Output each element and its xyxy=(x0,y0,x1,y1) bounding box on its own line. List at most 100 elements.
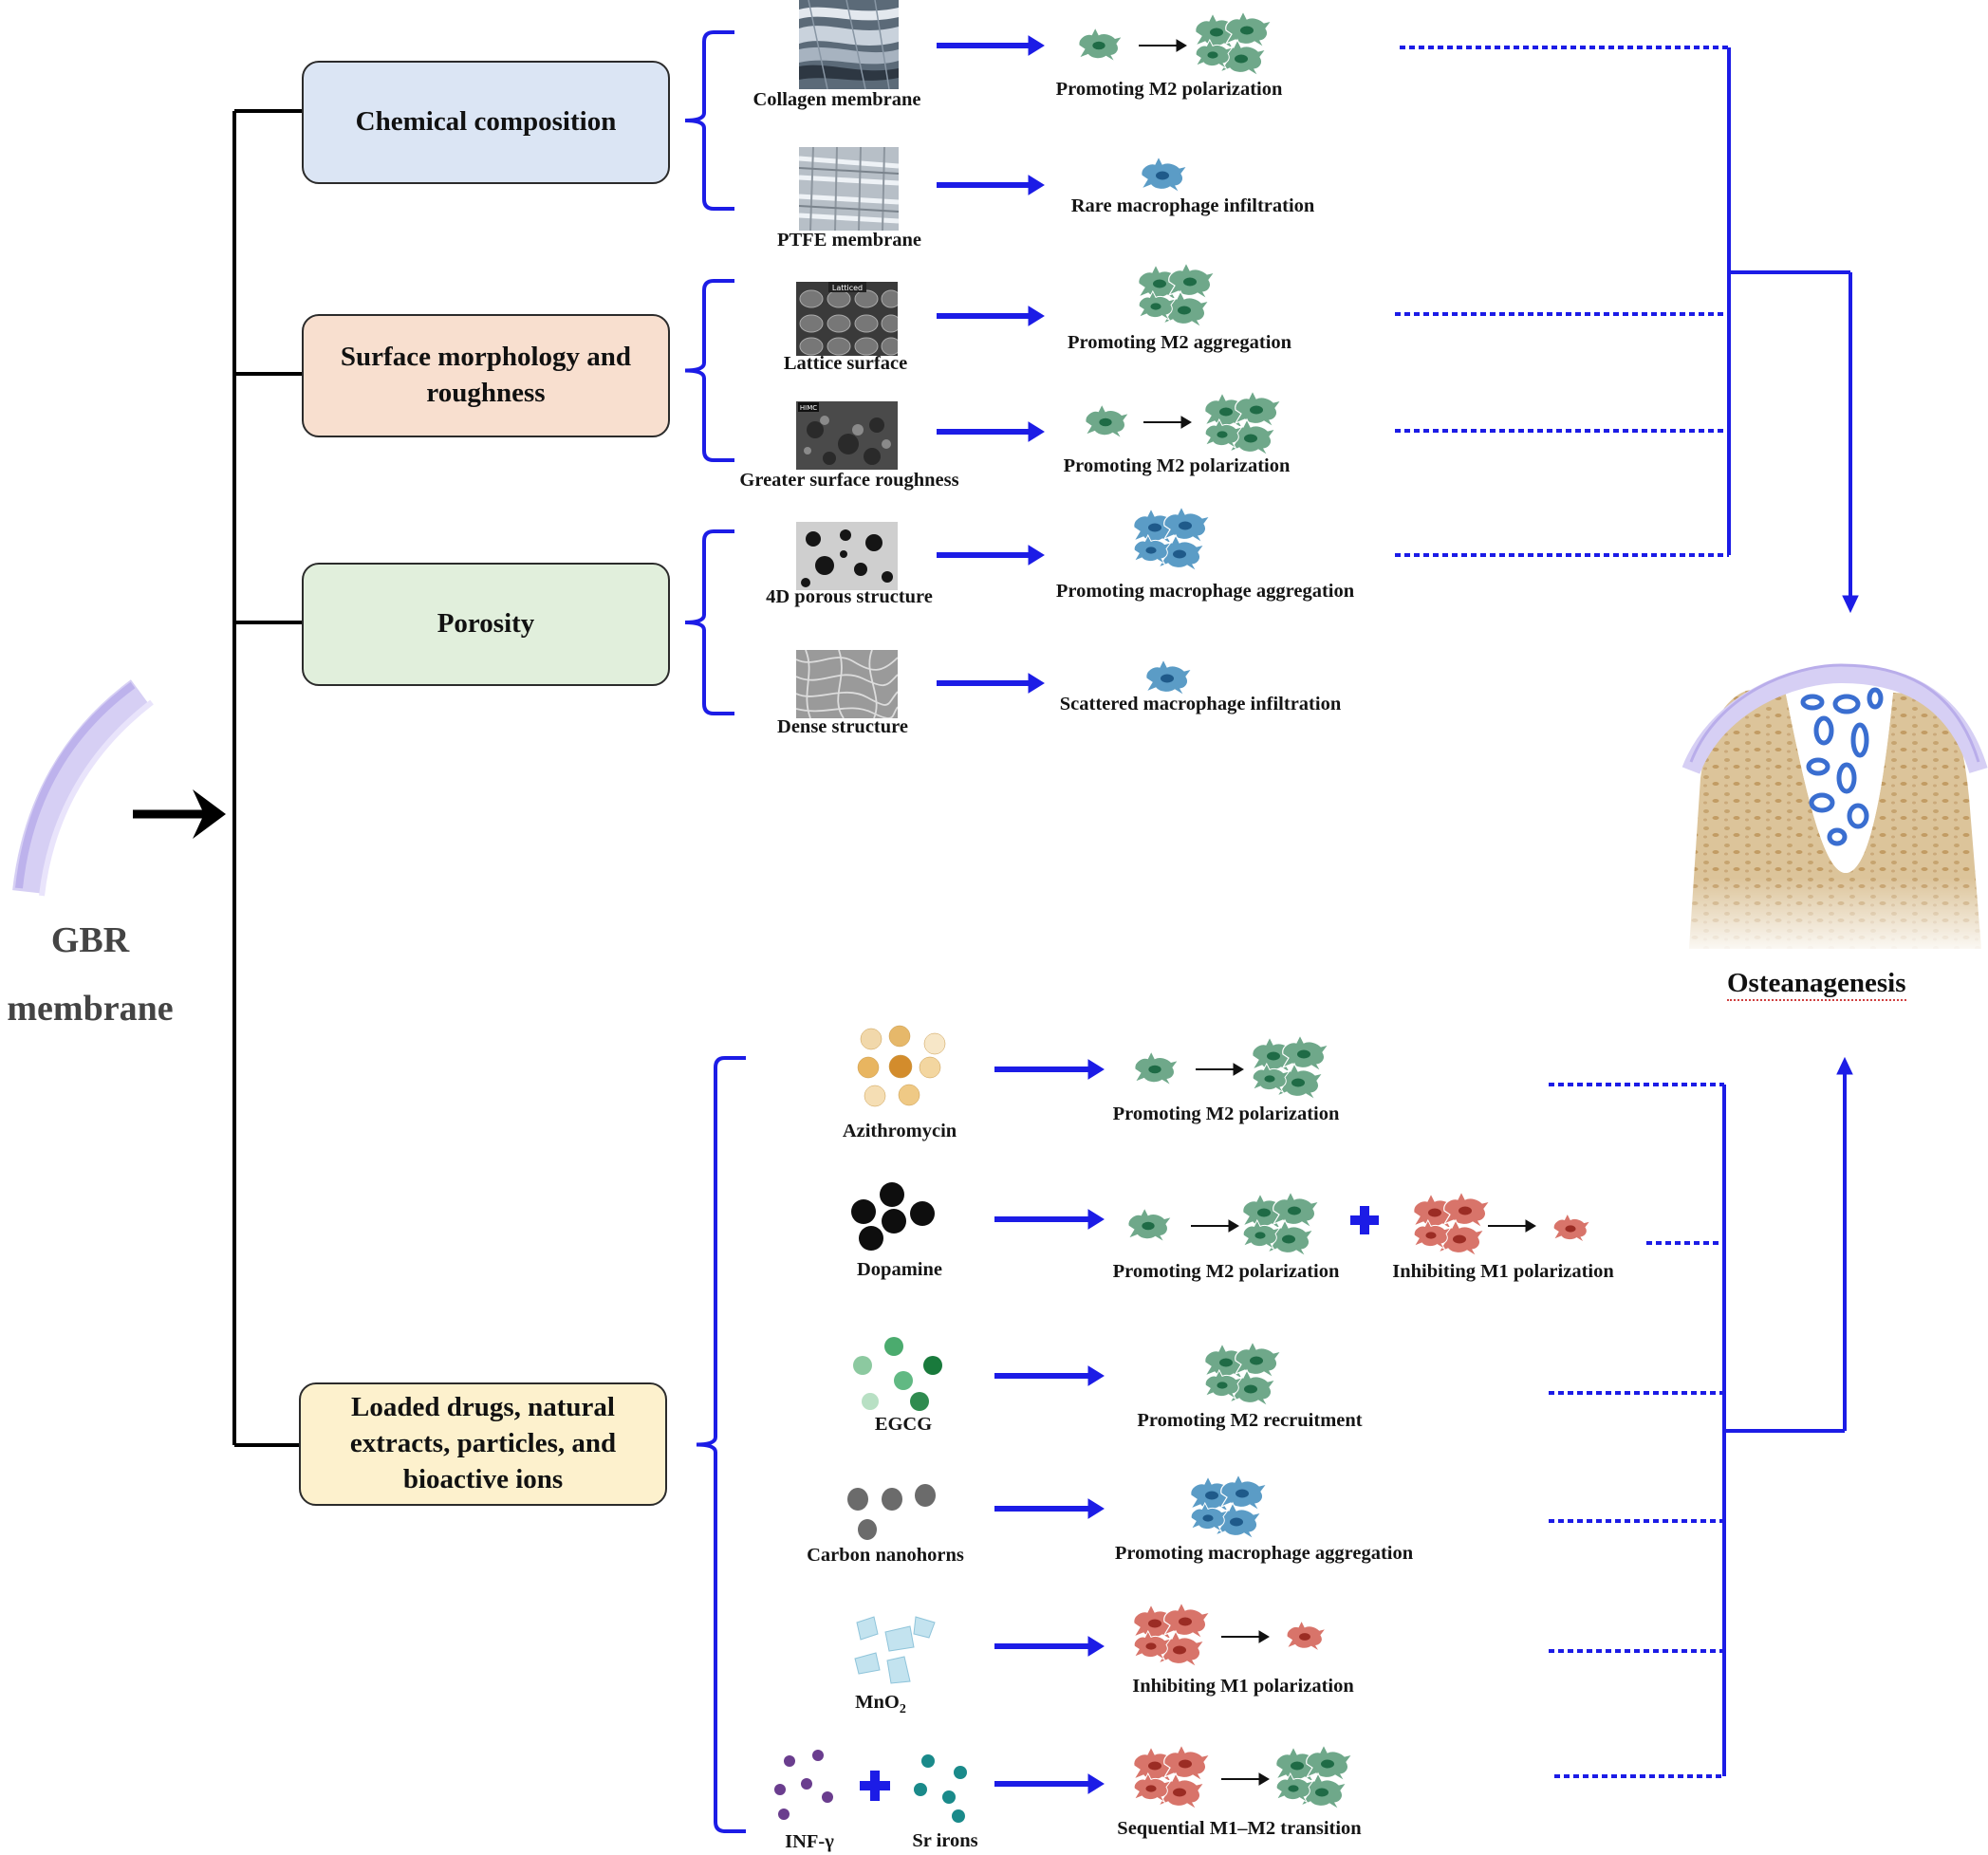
m2-macrophage-cluster-icon xyxy=(1242,1218,1281,1251)
dopamine-particles-icon xyxy=(851,1182,935,1251)
effect-label: Promoting M2 polarization xyxy=(1063,455,1291,476)
m1-macrophage-cluster-icon xyxy=(1162,1601,1212,1641)
inf-gamma-particles-icon xyxy=(774,1750,833,1820)
material-label: Azithromycin xyxy=(842,1121,957,1141)
m1-macrophage-icon xyxy=(1552,1212,1591,1244)
mno2-subscript: 2 xyxy=(899,1702,906,1717)
macrophage-icon xyxy=(1144,658,1194,697)
m2-macrophage-cluster-icon xyxy=(1224,9,1273,49)
material-label: Lattice surface xyxy=(783,353,908,374)
collagen-micrograph xyxy=(799,0,899,89)
mno2-crystals-icon xyxy=(854,1616,936,1684)
small-arrow-head xyxy=(1180,416,1192,429)
blue-arrow-head xyxy=(1087,1773,1105,1794)
small-arrow-head xyxy=(1258,1772,1270,1786)
blue-arrow-head xyxy=(1087,1365,1105,1386)
m2-macrophage-cluster-icon xyxy=(1281,1033,1330,1073)
blue-arrow-head xyxy=(1087,1636,1105,1657)
m1-macrophage-cluster-icon xyxy=(1133,1772,1172,1804)
ptfe-micrograph xyxy=(799,147,899,231)
azithromycin-particles-icon xyxy=(857,1025,946,1107)
roughness-inset-label: HIMC xyxy=(800,404,817,412)
macrophage-icon xyxy=(1140,155,1189,195)
category-porosity: Porosity xyxy=(302,563,670,686)
source-arrow-icon xyxy=(133,789,226,839)
macrophage-cluster-icon xyxy=(1219,1473,1269,1512)
m1-macrophage-cluster-icon xyxy=(1413,1218,1452,1251)
porous-micrograph xyxy=(796,522,898,590)
category-label-line: Porosity xyxy=(437,608,535,640)
material-label: Dense structure xyxy=(777,716,908,737)
material-label: INF-γ xyxy=(785,1831,834,1852)
m2-macrophage-cluster-icon xyxy=(1138,289,1177,322)
gbr-label-line1: GBR xyxy=(50,920,130,960)
m2-macrophage-cluster-icon xyxy=(1234,1340,1283,1380)
category-label-line: Chemical composition xyxy=(355,106,617,138)
collector-arrow-head xyxy=(1836,1056,1853,1075)
m2-macrophage-cluster-icon xyxy=(1204,1368,1243,1401)
effect-label: Promoting M2 recruitment xyxy=(1137,1410,1363,1431)
roughness-micrograph: HIMC xyxy=(796,401,898,470)
plus-icon xyxy=(1350,1206,1379,1234)
category-loaded-drugs: Loaded drugs, natural extracts, particles… xyxy=(299,1382,667,1506)
m0-macrophage-icon xyxy=(1133,1049,1180,1087)
category-label-line: extracts, particles, and xyxy=(349,1428,617,1459)
brace-surface xyxy=(684,279,734,462)
material-label: EGCG xyxy=(874,1414,933,1435)
mno2-label: MnO xyxy=(855,1692,900,1713)
m2-macrophage-cluster-icon xyxy=(1305,1743,1354,1783)
brace-chemical xyxy=(684,30,734,211)
gbr-label: GBR membrane xyxy=(0,906,180,1043)
blue-arrow-head xyxy=(1028,421,1045,442)
blue-arrow-head xyxy=(1087,1498,1105,1519)
category-label-line: Loaded drugs, natural xyxy=(351,1392,615,1423)
category-label-line: Surface morphology and xyxy=(340,342,632,373)
lattice-micrograph: Latticed xyxy=(796,282,898,356)
brace-porosity xyxy=(684,529,734,715)
m2-macrophage-cluster-icon xyxy=(1195,38,1234,70)
small-arrow-head xyxy=(1525,1219,1536,1233)
category-label-line: roughness xyxy=(426,378,546,408)
gbr-label-line2: membrane xyxy=(7,989,174,1030)
material-label: MnO2 xyxy=(855,1692,906,1717)
material-label: 4D porous structure xyxy=(766,586,933,607)
category-surface-morphology: Surface morphology and roughness xyxy=(302,314,670,437)
small-arrow-head xyxy=(1233,1063,1244,1076)
effect-label: Promoting M2 aggregation xyxy=(1067,332,1292,353)
material-label: Greater surface roughness xyxy=(739,470,959,491)
carbon-nanohorns-icon xyxy=(847,1484,936,1540)
collector-arrow-head xyxy=(1842,595,1859,614)
effect-label: Promoting macrophage aggregation xyxy=(1055,581,1355,602)
macrophage-cluster-icon xyxy=(1162,505,1212,545)
m0-macrophage-icon xyxy=(1084,402,1131,440)
blue-arrow-head xyxy=(1028,306,1045,326)
macrophage-cluster-icon xyxy=(1133,533,1172,566)
lattice-inset-label: Latticed xyxy=(832,284,863,292)
effect-label: Inhibiting M1 polarization xyxy=(1132,1676,1354,1697)
plus-icon xyxy=(860,1771,890,1801)
effect-label: Scattered macrophage infiltration xyxy=(1059,694,1342,714)
blue-arrow-head xyxy=(1087,1059,1105,1080)
blue-arrow-head xyxy=(1028,545,1045,566)
dense-micrograph xyxy=(796,650,898,718)
m2-macrophage-cluster-icon xyxy=(1234,389,1283,429)
effect-label: Promoting macrophage aggregation xyxy=(1114,1543,1414,1564)
effect-label: Promoting M2 polarization xyxy=(1112,1261,1340,1282)
m2-macrophage-cluster-icon xyxy=(1167,261,1217,301)
small-arrow-head xyxy=(1258,1630,1270,1643)
blue-arrow-head xyxy=(1028,35,1045,56)
outcome-label: Osteanagenesis xyxy=(1727,968,1906,1001)
material-label: Dopamine xyxy=(857,1259,942,1280)
effect-label: Rare macrophage infiltration xyxy=(1070,195,1315,216)
brace-loaded xyxy=(696,1056,746,1833)
gbr-membrane-icon xyxy=(12,679,154,897)
bone-defect-illustration xyxy=(1680,636,1988,958)
m1-macrophage-icon xyxy=(1286,1619,1328,1653)
blue-arrow-head xyxy=(1028,175,1045,195)
m2-macrophage-cluster-icon xyxy=(1275,1772,1314,1804)
material-label: Collagen membrane xyxy=(752,89,921,110)
m2-macrophage-cluster-icon xyxy=(1252,1062,1291,1094)
m1-macrophage-cluster-icon xyxy=(1133,1629,1172,1661)
material-label: PTFE membrane xyxy=(776,230,922,250)
